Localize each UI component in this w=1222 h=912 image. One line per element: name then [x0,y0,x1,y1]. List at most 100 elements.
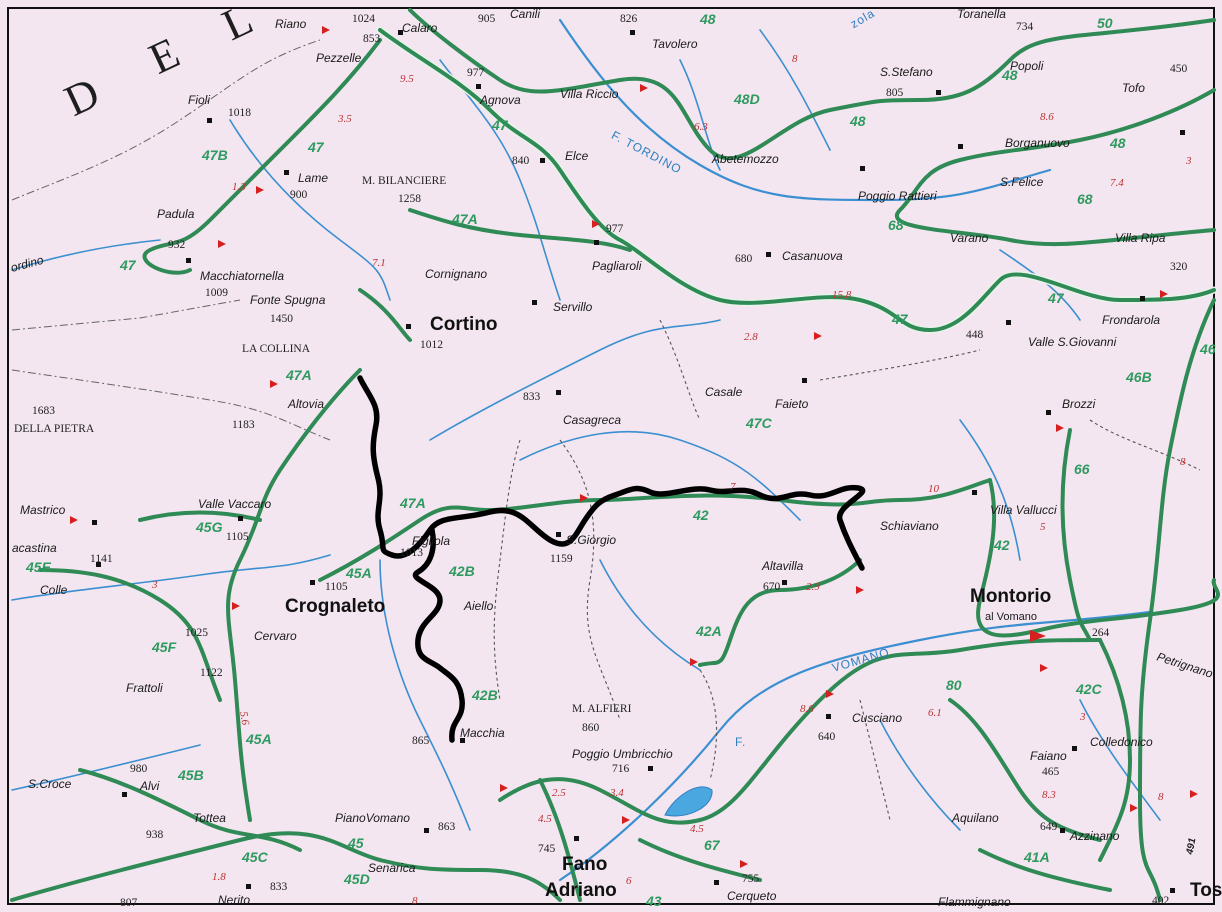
distance-label: 8.3 [1042,789,1056,801]
place-aquilano: Aquilano [951,811,999,825]
distance-label: 3 [151,579,158,591]
road-45a [226,368,362,822]
distance-label: 1.8 [212,871,226,883]
place-casagreca: Casagreca [563,413,621,427]
river-stream [229,119,391,301]
road-80 [948,698,1102,842]
road-number: 45F [151,639,177,655]
place-padula: Padula [157,207,195,221]
road-number: 42A [695,623,722,639]
distance-label: 8 [1158,791,1164,803]
road-number: 45A [245,731,272,747]
place-lame: Lame [298,171,328,185]
route-main [357,375,866,571]
elevation-label: 905 [478,13,496,25]
river-label-f: F. [735,735,746,749]
elevation-label: 1105 [325,581,348,593]
place-acastina: acastina [12,541,57,555]
elevation-label: 863 [438,821,456,833]
road-number: 68 [888,217,904,233]
road-number: 47 [307,139,325,155]
road-number: 66 [1074,461,1090,477]
road-45 [10,831,562,902]
elevation-label: 649 [1040,821,1058,833]
elevation-label: 1024 [352,13,375,25]
place-altovia: Altovia [287,397,324,411]
peak-m-bilanciere: M. BILANCIERE [362,175,446,187]
trail [493,439,521,701]
elevation-label: 1450 [270,313,293,325]
elevation-label: 865 [412,735,430,747]
place-fioli: Fioli [188,93,210,107]
lake [664,786,713,817]
road-42a [698,558,862,667]
distance-label: 6.3 [694,121,708,133]
place-varano: Varano [950,231,989,245]
elevation-label: 807 [120,897,138,909]
place-pagliaroli: Pagliaroli [592,259,642,273]
elevation-label: 1141 [90,553,113,565]
place-faiano: Faiano [1030,749,1067,763]
road-47b [142,38,382,275]
elevation-label: 840 [512,155,530,167]
river-stream [959,419,1021,561]
elevation-label: 833 [270,881,288,893]
place-senarica: Senarica [368,861,416,875]
place-casale: Casale [705,385,743,399]
road-67 [638,838,762,882]
distance-label: 6 [626,875,632,887]
distance-label: 9.5 [400,73,414,85]
distance-label: 10 [928,483,940,495]
river-vomano [558,610,1152,882]
place-casanuova: Casanuova [782,249,843,263]
place-brozzi: Brozzi [1062,397,1096,411]
road-number: 45G [195,519,223,535]
road-number: 68 [1077,191,1093,207]
road-number: 80 [946,677,962,693]
road-number: 47 [119,257,137,273]
elevation-label: 980 [130,763,148,775]
road-number: 42B [471,687,498,703]
road-number: 47 [491,117,509,133]
elevation-label: 402 [1152,895,1170,907]
major-towns: Cortino Crognaleto Montorio al Vomano Fa… [285,314,1222,901]
elevation-label: 1025 [185,627,208,639]
place-popoli: Popoli [1010,59,1044,73]
road-47a-north [408,208,632,252]
distance-label: 7.1 [372,257,386,269]
road-number: 67 [704,837,721,853]
distance-label: 8.6 [1040,111,1054,123]
place-frattoli: Frattoli [126,681,163,695]
trail [819,349,981,381]
place-valle-vaccaro: Valle Vaccaro [198,497,271,511]
distance-label: 2.5 [552,787,566,799]
distance-label: 8 [412,895,418,907]
road-number: 47A [451,211,478,227]
place-servillo: Servillo [553,300,593,314]
distance-label: 7 [730,481,736,493]
place-flammignano: Flammignano [938,895,1011,909]
distance-label: 3.5 [337,113,352,125]
place-toranella: Toranella [957,7,1006,21]
road-45e [38,568,222,702]
river-stream [599,559,701,671]
elevation-label: 826 [620,13,638,25]
peak-della-pietra: DELLA PIETRA [14,423,95,435]
road-66 [1060,428,1092,642]
distance-label: 2.9 [806,581,820,593]
place-s-giorgio: S.Giorgio [566,533,616,547]
road-number: 45D [343,871,370,887]
distance-label: 15.8 [832,289,852,301]
elevation-label: 716 [612,763,630,775]
elevation-label: 1012 [420,339,443,351]
river-stream [11,554,331,601]
elevation-label: 860 [582,722,600,734]
river-stream [1079,699,1161,821]
rivers [11,18,1161,882]
road-42 [318,478,992,582]
elevation-label: 1183 [232,419,255,431]
road-number: 46B [1125,369,1152,385]
route-branch [412,527,465,743]
